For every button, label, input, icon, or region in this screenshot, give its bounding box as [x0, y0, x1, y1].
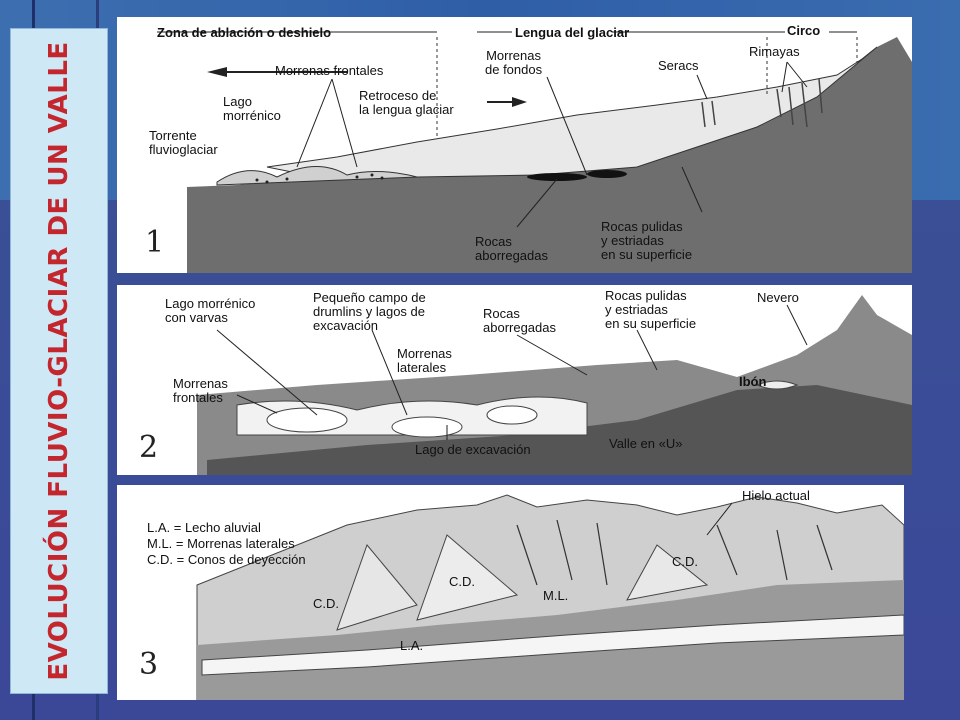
- glacial-valley-drawing: [197, 295, 912, 475]
- moraine-lake-varves-label: Lago morrénico con varvas: [165, 296, 256, 325]
- glacier-cross-section-drawing: [157, 31, 912, 273]
- zone-cirque-label: Circo: [787, 23, 821, 38]
- slide-title: EVOLUCIÓN FLUVIO-GLACIAR DE UN VALLE: [44, 41, 74, 681]
- frontal-moraines-label: Morrenas frontales: [275, 63, 384, 78]
- rimayas-label: Rimayas: [749, 44, 800, 59]
- la-label: L.A.: [400, 638, 424, 653]
- cd-label: C.D.: [672, 554, 698, 569]
- zone-ablation-label: Zona de ablación o deshielo: [157, 25, 332, 40]
- polished-rocks-label: Rocas pulidas y estriadas en su superfic…: [601, 219, 693, 262]
- fluvial-valley-drawing: [196, 494, 904, 700]
- seracs-label: Seracs: [658, 58, 699, 73]
- panel-number: 3: [139, 647, 159, 682]
- bottom-moraines-label: Morrenas de fondos: [485, 48, 543, 77]
- ml-label: M.L.: [543, 588, 569, 603]
- moraine-lake-label: Lago morrénico: [223, 94, 281, 123]
- lateral-moraines-label: Morrenas laterales: [397, 346, 452, 375]
- roche-moutonnee-label: Rocas aborregadas: [483, 306, 556, 335]
- roche-moutonnee-label: Rocas aborregadas: [475, 234, 548, 263]
- legend-item: M.L. = Morrenas laterales: [147, 536, 295, 551]
- title-panel: EVOLUCIÓN FLUVIO-GLACIAR DE UN VALLE: [10, 28, 108, 694]
- panel-number: 1: [145, 225, 165, 260]
- frontal-moraines-label: Morrenas frontales: [173, 376, 228, 405]
- diagram-panel-1: Zona de ablación o deshielo Lengua del g…: [117, 17, 912, 273]
- current-ice-label: Hielo actual: [742, 488, 810, 503]
- legend-item: L.A. = Lecho aluvial: [147, 520, 261, 535]
- legend-item: C.D. = Conos de deyección: [147, 552, 306, 567]
- polished-rocks-label: Rocas pulidas y estriadas en su superfic…: [605, 288, 697, 331]
- zone-tongue-label: Lengua del glaciar: [515, 25, 630, 40]
- nevero-label: Nevero: [757, 290, 799, 305]
- cd-label: C.D.: [449, 574, 475, 589]
- cd-label: C.D.: [313, 596, 339, 611]
- u-valley-label: Valle en «U»: [609, 436, 683, 451]
- excavation-lake-label: Lago de excavación: [415, 442, 531, 457]
- torrent-label: Torrente fluvioglaciar: [149, 128, 218, 157]
- retreat-label: Retroceso de la lengua glaciar: [359, 88, 454, 117]
- drumlins-label: Pequeño campo de drumlins y lagos de exc…: [313, 290, 426, 333]
- diagram-panel-3: L.A. = Lecho aluvial M.L. = Morrenas lat…: [117, 485, 904, 700]
- diagram-panel-2: Lago morrénico con varvas Pequeño campo …: [117, 285, 912, 475]
- ibon-label: Ibón: [739, 374, 767, 389]
- panel-number: 2: [139, 430, 159, 465]
